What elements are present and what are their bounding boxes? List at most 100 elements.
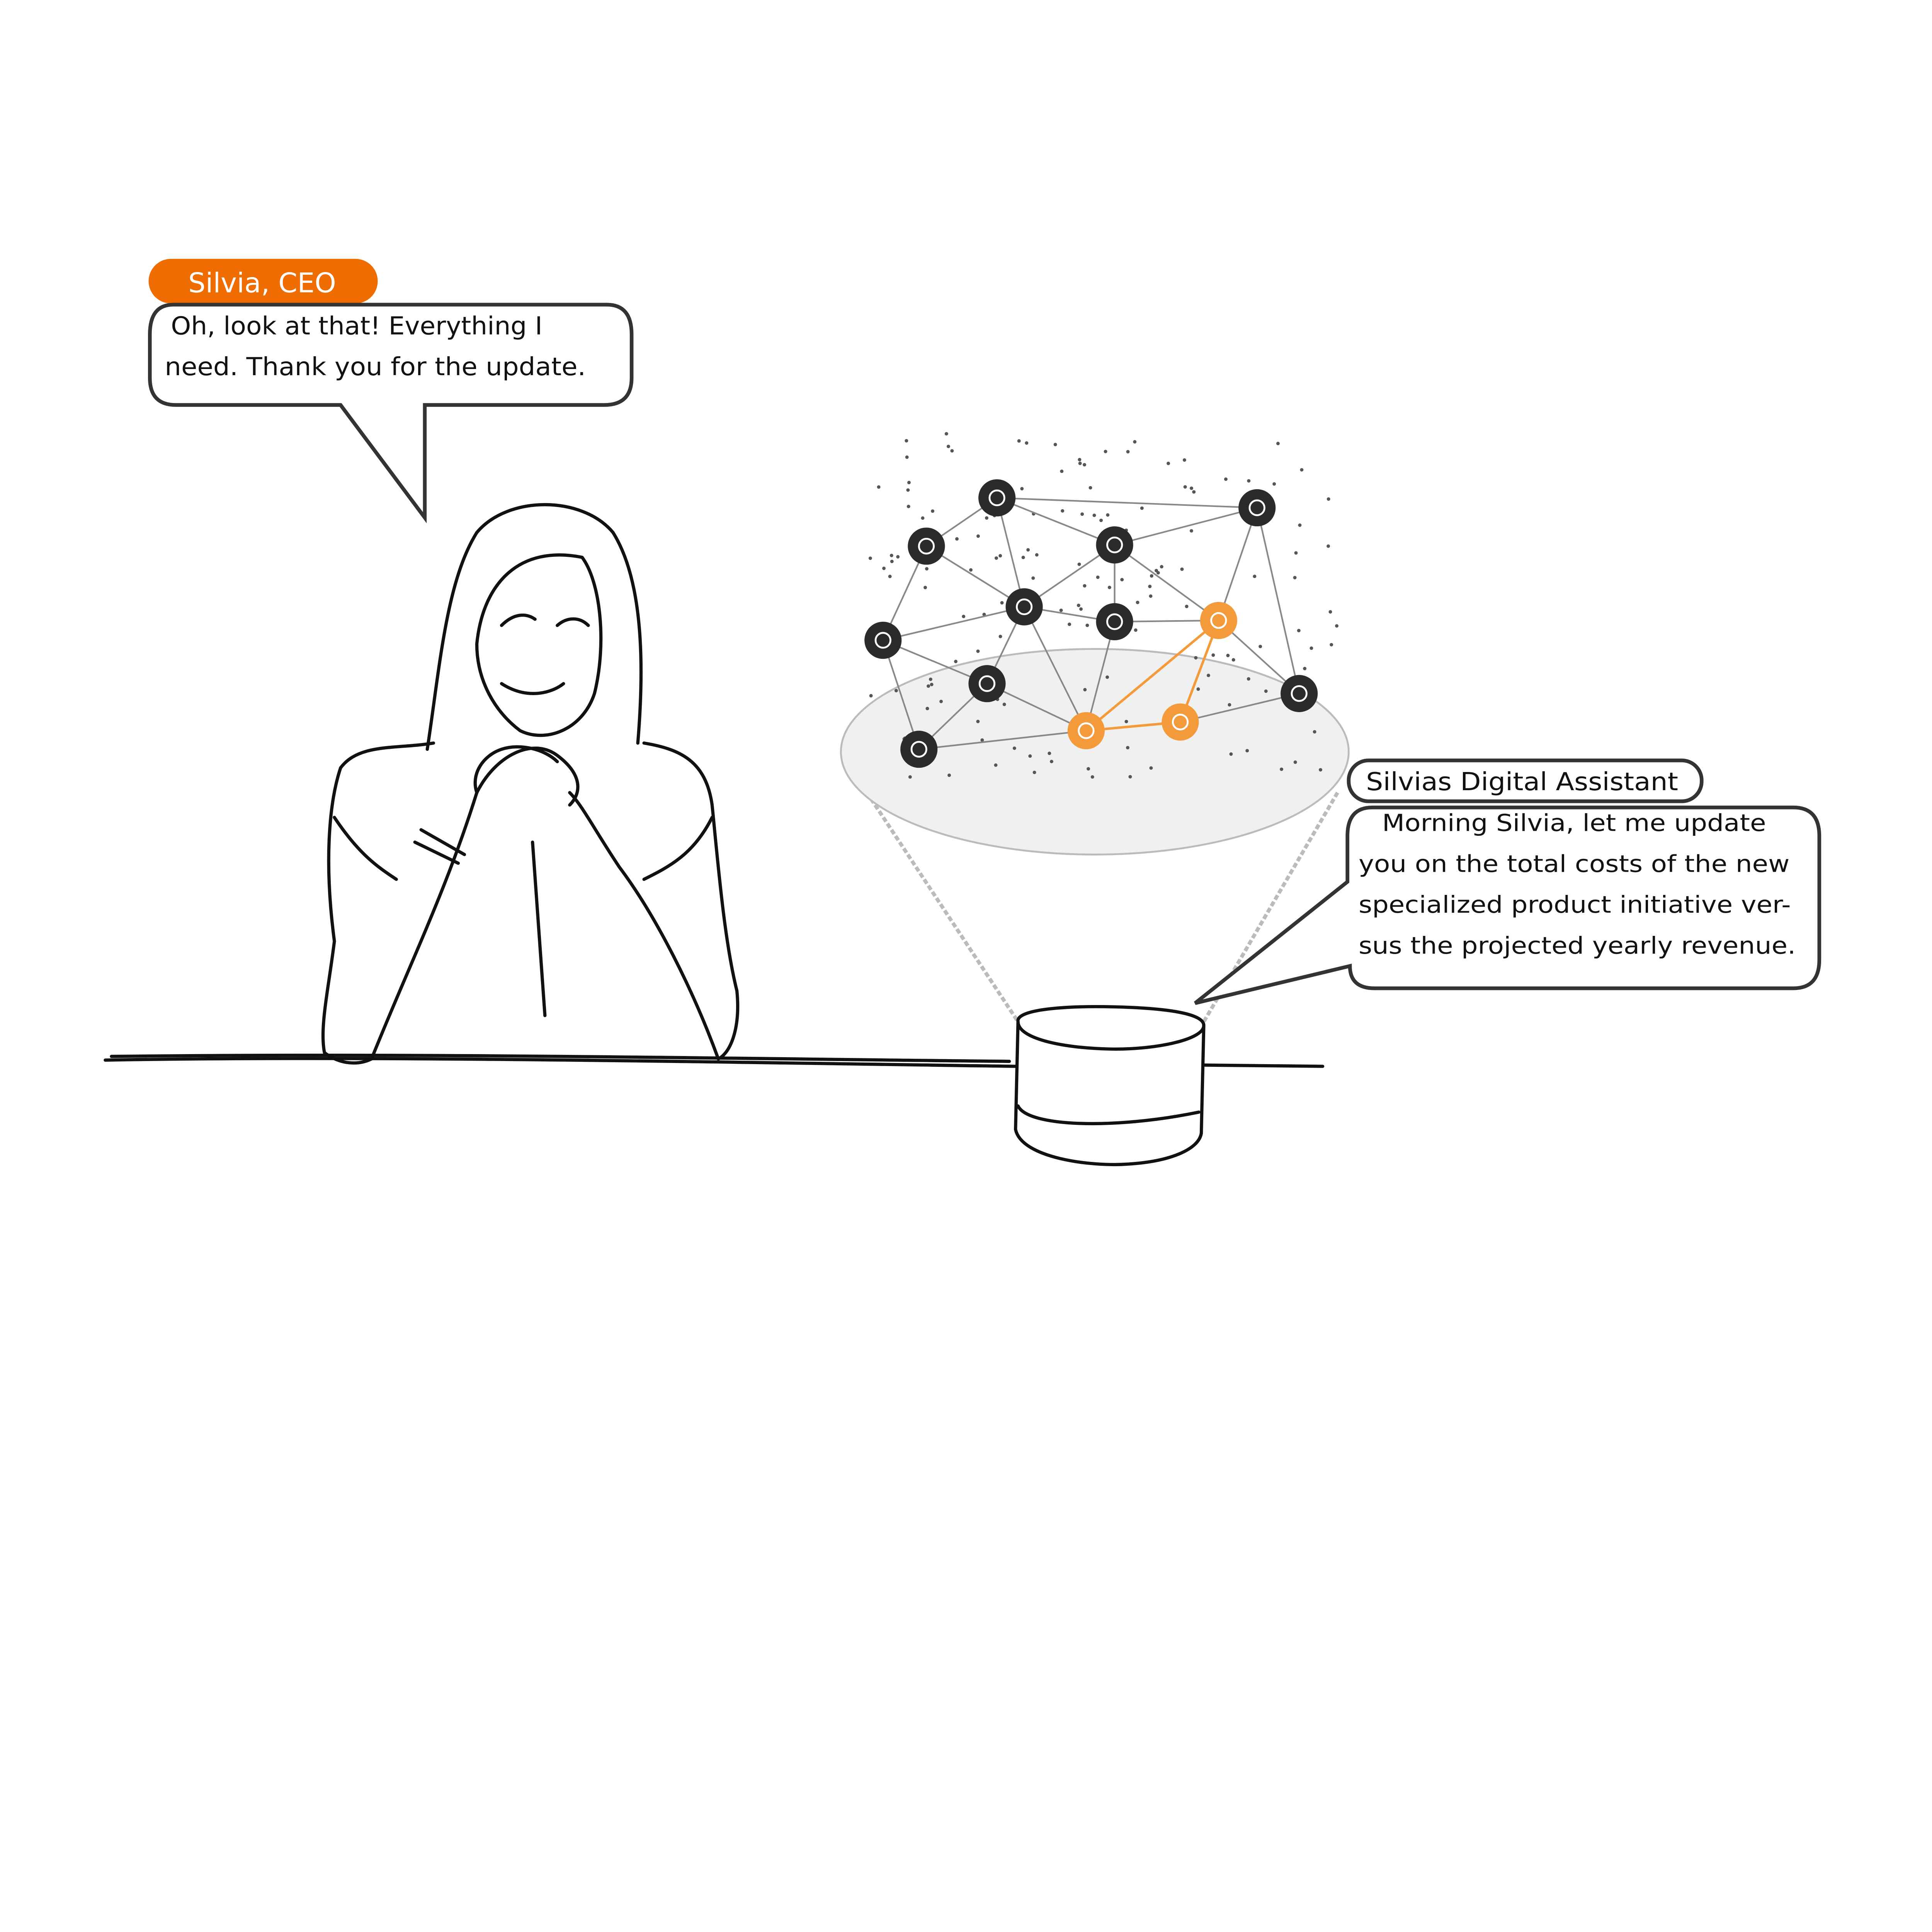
network-dust-dot — [1319, 768, 1322, 772]
network-dust-dot — [1092, 514, 1096, 517]
network-dust-dot — [1002, 702, 1006, 706]
network-dust-dot — [1167, 461, 1170, 465]
network-dust-dot — [925, 567, 929, 571]
network-dust-dot — [980, 738, 984, 742]
network-node-glyph-icon — [918, 537, 935, 555]
network-dust-dot — [1294, 551, 1298, 555]
network-dust-dot — [1104, 450, 1107, 453]
network-edge — [1085, 619, 1219, 732]
network-dust-dot — [1077, 562, 1081, 566]
assistant-speech-line-4: sus the projected yearly revenue. — [1359, 932, 1796, 959]
assistant-speech-line-3: specialized product initiative ver- — [1359, 891, 1791, 918]
network-edge — [1180, 692, 1299, 723]
assistant-speech-bubble — [1194, 805, 1821, 1005]
network-dust-dot — [1105, 675, 1109, 679]
network-dust-dot — [950, 449, 954, 453]
network-dust-dot — [976, 649, 980, 653]
scene-illustration: Silvia, CEO Oh, look at that! Everything… — [104, 259, 1821, 1167]
network-node-glyph-icon — [1106, 536, 1123, 553]
network-node-glyph-icon — [988, 489, 1005, 507]
network-dust-dot — [1077, 604, 1080, 607]
network-dust-dot — [1183, 485, 1187, 489]
network-node-glyph-icon — [1248, 499, 1265, 516]
assistant-speech: Silvias Digital Assistant Morning Silvia… — [1194, 759, 1821, 1005]
network-dust-dot — [1229, 752, 1233, 756]
network-dust-dot — [931, 509, 935, 513]
network-dust-dot — [1133, 440, 1137, 444]
network-dust-dot — [1206, 673, 1210, 677]
network-dust-dot — [1136, 600, 1139, 604]
network-dust-dot — [998, 634, 1002, 638]
network-edge — [997, 497, 1257, 509]
network-dust-dot — [1272, 482, 1276, 486]
network-dust-dot — [908, 775, 912, 779]
network-dust-dot — [1303, 667, 1307, 670]
network-dust-dot — [1150, 574, 1153, 578]
network-dust-dot — [1031, 576, 1035, 580]
network-node-icon — [1162, 703, 1199, 741]
network-dust-dot — [1126, 746, 1129, 750]
network-edge — [883, 606, 1025, 641]
network-dust-dot — [1189, 529, 1193, 533]
network-dust-dot — [998, 554, 1002, 558]
network-edge — [1256, 507, 1300, 694]
network-node-glyph-icon — [1172, 713, 1189, 731]
network-node-icon — [1096, 603, 1133, 641]
network-dust-dot — [890, 560, 894, 563]
network-dust-dot — [994, 763, 998, 767]
network-dust-dot — [869, 694, 873, 698]
network-dust-dot — [1025, 441, 1029, 445]
network-dust-dot — [1012, 746, 1016, 750]
network-dust-dot — [1293, 760, 1297, 764]
network-dust-dot — [1032, 770, 1036, 774]
network-node-icon — [1281, 675, 1318, 712]
network-dust-dot — [954, 660, 957, 663]
network-dust-dot — [1335, 624, 1338, 628]
network-dust-dot — [1247, 479, 1251, 483]
network-dust-dot — [1083, 688, 1087, 692]
network-dust-dot — [882, 566, 886, 570]
network-dust-dot — [1059, 608, 1063, 612]
table-edge-stroke — [110, 1053, 1011, 1063]
network-dust-dot — [1155, 569, 1158, 573]
network-dust-dot — [923, 585, 927, 589]
ceo-speech-line-2: need. Thank you for the update. — [165, 353, 586, 381]
network-dust-dot — [1276, 442, 1280, 446]
network-dust-dot — [1190, 486, 1194, 490]
network-dust-dot — [1192, 490, 1196, 494]
network-dust-dot — [1313, 730, 1316, 734]
network-node-icon — [1200, 602, 1237, 639]
network-dust-dot — [1196, 687, 1200, 691]
network-dust-dot — [976, 534, 980, 538]
network-dust-dot — [1083, 463, 1087, 467]
network-dust-dot — [896, 555, 900, 559]
network-dust-dot — [1078, 458, 1082, 461]
network-dust-dot — [1148, 585, 1152, 588]
network-dust-dot — [930, 682, 934, 686]
network-dust-dot — [1028, 754, 1032, 758]
network-node-glyph-icon — [978, 675, 996, 692]
assistant-name-label: Silvias Digital Assistant — [1366, 768, 1678, 796]
network-dust-dot — [1293, 576, 1297, 580]
network-dust-dot — [1083, 584, 1087, 588]
network-dust-dot — [1259, 645, 1262, 648]
network-dust-dot — [1049, 760, 1053, 764]
network-dust-dot — [1000, 601, 1004, 605]
network-node-glyph-icon — [1210, 612, 1227, 629]
ceo-speech-bubble — [148, 303, 634, 524]
network-dust-dot — [889, 554, 893, 558]
network-node-glyph-icon — [910, 741, 927, 758]
assistant-speech-line-1: Morning Silvia, let me update — [1382, 810, 1766, 837]
network-edge — [882, 640, 920, 750]
assistant-name-tag — [1347, 759, 1704, 803]
network-dust-dot — [1264, 689, 1268, 693]
network-dust-dot — [962, 614, 966, 618]
network-dust-dot — [947, 773, 951, 777]
network-node-glyph-icon — [1016, 598, 1033, 616]
network-dust-dot — [1245, 749, 1249, 753]
network-dust-dot — [976, 719, 980, 723]
network-dust-dot — [1053, 442, 1057, 446]
network-edge — [996, 497, 1025, 607]
network-dust-dot — [906, 505, 910, 509]
network-dust-dot — [1247, 677, 1250, 681]
